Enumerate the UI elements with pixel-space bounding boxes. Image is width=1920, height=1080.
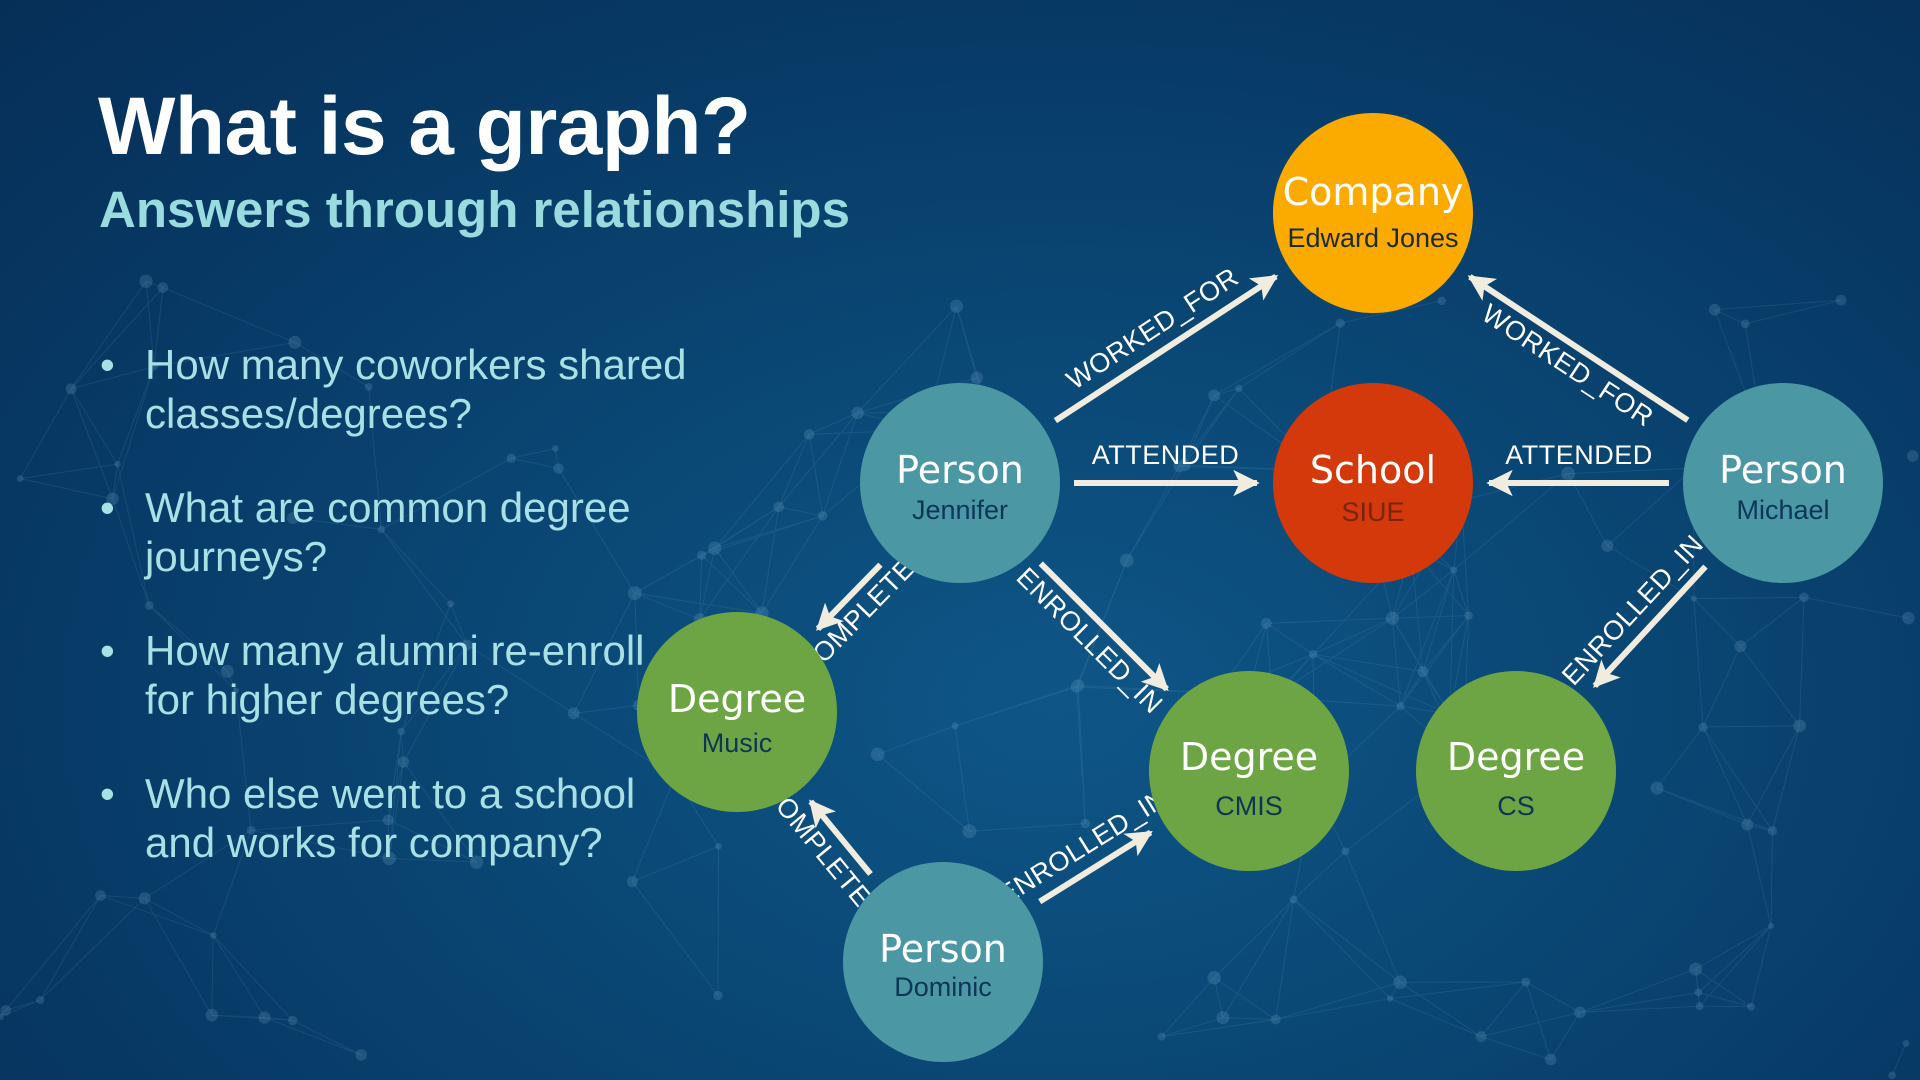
bullet-icon: • [100,627,115,674]
slide-title: What is a graph? [98,81,751,172]
node-name-label: Michael [1736,495,1829,525]
node-circle-jennifer [860,383,1060,583]
node-type-label: Person [1719,448,1847,492]
node-type-label: Degree [1180,735,1318,779]
edge-arrow-jennifer-cmis [1038,561,1169,692]
edge-label-jennifer-school: ATTENDED [1092,440,1240,470]
question-text: What are common degree journeys? [145,484,631,580]
bullet-icon: • [100,770,115,817]
node-circle-music [637,612,837,812]
node-name-label: Dominic [894,972,992,1002]
node-name-label: Edward Jones [1287,223,1458,253]
edge-label-michael-company: WORKED_FOR [1477,298,1659,432]
question-item-4: • Who else went to a school and works fo… [96,769,696,867]
bullet-icon: • [100,341,115,388]
node-name-label: Jennifer [912,495,1008,525]
node-type-label: Degree [668,677,806,721]
edges-layer [808,273,1708,905]
question-list: • How many coworkers shared classes/degr… [96,340,696,912]
edge-arrow-dominic-music [808,799,873,876]
node-circle-cmis [1149,671,1349,871]
question-item-3: • How many alumni re-enroll for higher d… [96,626,696,724]
edge-arrow-jennifer-music [815,562,883,631]
question-text: How many coworkers shared classes/degree… [145,341,687,437]
edge-label-michael-cs: ENROLLED_IN [1556,529,1709,691]
node-type-label: Company [1283,170,1464,214]
node-name-label: CMIS [1215,791,1283,821]
node-circle-dominic [843,862,1043,1062]
node-name-label: CS [1497,791,1535,821]
question-item-1: • How many coworkers shared classes/degr… [96,340,696,438]
edge-arrow-jennifer-company [1053,273,1279,424]
node-circle-cs [1416,671,1616,871]
node-circle-school [1273,383,1473,583]
node-name-label: SIUE [1341,497,1404,527]
slide-subtitle: Answers through relationships [99,181,850,238]
question-item-2: • What are common degree journeys? [96,483,696,581]
node-circle-michael [1683,383,1883,583]
edge-label-michael-school: ATTENDED [1505,440,1653,470]
bullet-icon: • [100,484,115,531]
edge-label-jennifer-cmis: ENROLLED_IN [1011,562,1169,720]
edge-arrow-michael-cs [1592,564,1708,688]
question-text: Who else went to a school and works for … [145,770,636,866]
node-type-label: School [1310,448,1436,492]
edge-arrow-dominic-cmis [1038,829,1153,905]
node-type-label: Person [879,927,1007,971]
edge-label-dominic-cmis: ENROLLED_IN [993,783,1173,911]
question-text: How many alumni re-enroll for higher deg… [145,627,645,723]
mesh-dots [0,274,1919,1080]
edge-arrow-michael-company [1467,274,1690,423]
node-name-label: Music [702,728,773,758]
node-circle-company [1273,113,1473,313]
node-type-label: Degree [1447,735,1585,779]
node-type-label: Person [896,448,1024,492]
edge-label-jennifer-company: WORKED_FOR [1061,262,1244,396]
